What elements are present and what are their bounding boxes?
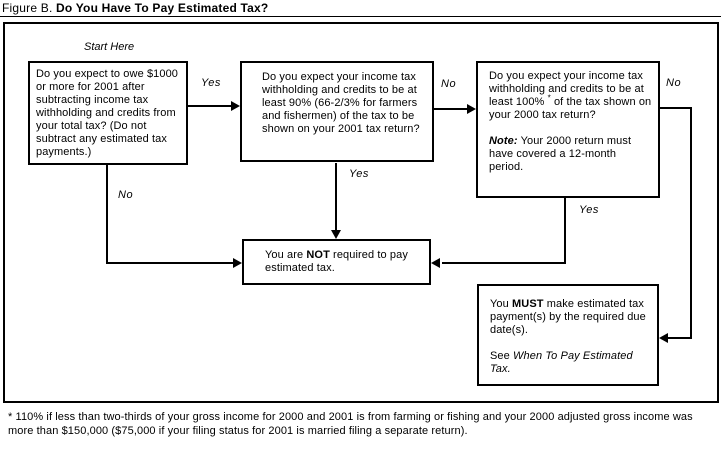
flowchart-frame — [3, 22, 719, 403]
arrowhead-into-not-box-right — [431, 258, 440, 268]
connector-no-into-not — [106, 262, 234, 264]
label-no-90-to-100: No — [441, 78, 457, 90]
withholding-100-box: Do you expect your income tax withholdin… — [476, 61, 660, 198]
withholding-100-note: Note: Your 2000 return must have covered… — [489, 135, 632, 173]
label-no-start-down: No — [118, 189, 134, 201]
not-emphasis: NOT — [306, 249, 330, 261]
arrowhead-into-not-box-left — [233, 258, 242, 268]
arrowhead-into-90-box — [231, 101, 240, 111]
label-yes-100-down: Yes — [579, 204, 599, 216]
connector-no-100-down — [690, 107, 692, 339]
footnote: * 110% if less than two-thirds of your g… — [8, 411, 693, 437]
must-emphasis: MUST — [512, 298, 544, 310]
owe-question-box: Do you expect to owe $1000 or more for 2… — [28, 61, 188, 165]
connector-yes-into-not — [442, 262, 566, 264]
label-no-100-to-must: No — [666, 77, 682, 89]
withholding-100-question: Do you expect your income tax withholdin… — [489, 70, 652, 121]
label-yes-90-down: Yes — [349, 168, 369, 180]
connector-no-100-out — [660, 107, 692, 109]
arrowhead-into-must-box — [659, 333, 668, 343]
figure-title-text: Do You Have To Pay Estimated Tax? — [56, 1, 269, 15]
must-pay-text: You MUST make estimated tax payment(s) b… — [490, 298, 646, 336]
not-required-box: You are NOT required to pay estimated ta… — [242, 239, 431, 285]
figure-title-prefix: Figure B. — [2, 1, 57, 15]
must-pay-box: You MUST make estimated tax payment(s) b… — [477, 284, 659, 386]
connector-no-90-to-100 — [434, 108, 468, 110]
connector-yes-100-down — [564, 198, 566, 264]
title-rule — [0, 16, 721, 17]
must-pay-reference: See When To Pay Estimated Tax. — [490, 350, 633, 375]
connector-no-start-down — [106, 165, 108, 264]
connector-yes-start-to-90 — [188, 105, 232, 107]
label-yes-start-to-90: Yes — [201, 77, 221, 89]
figure-title: Figure B. Do You Have To Pay Estimated T… — [2, 1, 268, 15]
withholding-90-box: Do you expect your income tax withholdin… — [240, 61, 434, 162]
connector-yes-90-down — [335, 163, 337, 232]
footnote-marker: * — [547, 93, 551, 103]
note-label: Note: — [489, 135, 518, 147]
connector-no-into-must — [668, 337, 692, 339]
start-here-label: Start Here — [84, 41, 135, 53]
owe-question-text: Do you expect to owe $1000 or more for 2… — [36, 68, 179, 158]
withholding-90-text: Do you expect your income tax withholdin… — [262, 71, 420, 135]
arrowhead-into-100-box — [467, 104, 476, 114]
see-reference-title: When To Pay Estimated Tax. — [490, 350, 633, 375]
arrowhead-into-not-box-top — [331, 230, 341, 239]
